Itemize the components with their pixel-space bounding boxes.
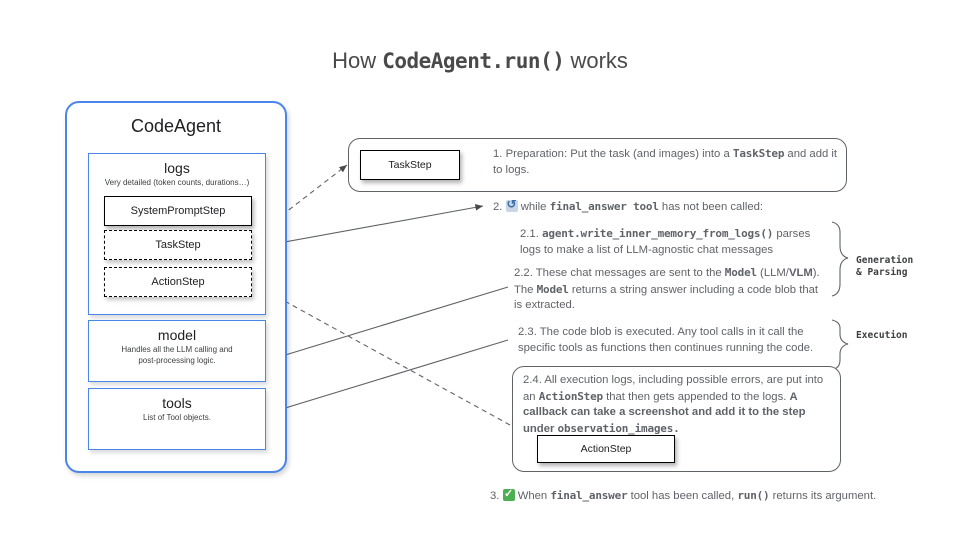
logs-box[interactable]: logs Very detailed (token counts, durati… [88,153,266,315]
step22-text-b: (LLM/ [756,267,789,279]
step2-text-a: while [520,201,550,213]
taskstep-node-label: TaskStep [388,159,432,171]
actionstep-node-right[interactable]: ActionStep [537,435,675,463]
step22-text-a: These chat messages are sent to the [535,267,725,279]
step22-bold-a: VLM [788,267,813,279]
step21-code-a: agent.write_inner_memory_from_logs() [541,227,774,240]
log-item-label: SystemPromptStep [130,205,226,217]
step23-text: 2.3. The code blob is executed. Any tool… [518,325,830,356]
label-generation-line2: & Parsing [856,267,908,278]
label-execution: Execution [856,330,908,341]
label-generation-parsing: Generation & Parsing [856,255,913,279]
wire-step24-to-actionstep [249,281,511,426]
step2-text: 2. while final_answer tool has not been … [493,199,853,216]
model-title: model [157,327,197,343]
log-item-systempromptstep[interactable]: SystemPromptStep [104,196,252,226]
step24-code-b: observation_images. [557,421,680,435]
log-item-label: ActionStep [151,276,205,288]
step23-text-a: The code blob is executed. Any tool call… [518,326,814,354]
tools-subtitle: List of Tool objects. [143,413,211,422]
model-box[interactable]: model Handles all the LLM calling and po… [88,320,266,382]
step24-code-a: ActionStep [538,389,603,403]
step1-code-a: TaskStep [732,147,785,160]
step22-text: 2.2. These chat messages are sent to the… [514,265,824,314]
step1-text: 1. Preparation: Put the task (and images… [493,146,838,178]
step3-text-c: returns its argument. [769,490,877,502]
step2-number: 2. [493,201,503,213]
log-item-taskstep[interactable]: TaskStep [104,230,252,260]
brace-generation [831,221,849,297]
model-subtitle-line2: post-processing logic. [138,356,216,365]
step24-text-b: that then gets appended to the logs. [602,390,790,403]
step21-number: 2.1. [520,228,539,240]
step23-number: 2.3. [518,326,537,338]
title-suffix: works [564,48,628,73]
step22-number: 2.2. [514,267,533,279]
step22-text-d: returns a string answer including a code… [514,283,819,312]
title-prefix: How [332,48,383,73]
step24-text-a: All execution logs, including possible e… [523,374,824,403]
model-subtitle-line1: Handles all the LLM calling and [121,345,233,354]
step1-number: 1. [493,148,503,160]
step1-text-b: and add it to logs. [493,148,838,176]
step3-code-b: run() [737,489,770,502]
step22-code-b: Model [536,282,569,296]
loop-icon [505,200,518,212]
tools-box[interactable]: tools List of Tool objects. [88,388,266,450]
logs-title: logs [164,160,190,176]
log-item-actionstep[interactable]: ActionStep [104,267,252,297]
tools-title: tools [162,395,192,411]
step2-text-b: has not been called: [658,201,764,213]
check-icon [502,487,515,503]
step3-text: 3. When final_answer tool has been calle… [490,487,930,505]
log-item-label: TaskStep [155,239,201,251]
step24-bold-a: A callback can take a screenshot and add… [523,390,806,435]
step1-card [348,138,847,192]
step3-code-a: final_answer [550,489,628,502]
code-agent-panel: CodeAgent logs Very detailed (token coun… [65,101,287,473]
agent-panel-title: CodeAgent [130,116,222,136]
step21-text: 2.1. agent.write_inner_memory_from_logs(… [520,226,825,258]
brace-execution [831,319,849,371]
step21-text-a: parses logs to make a list of LLM-agnost… [520,228,811,256]
step1-text-a: Preparation: Put the task (and images) i… [505,148,733,160]
taskstep-node-right[interactable]: TaskStep [360,150,460,180]
step22-text-c: ). The [514,267,820,296]
page-title: How CodeAgent.run() works [0,48,960,74]
step3-text-b: tool has been called, [627,490,738,502]
step3-text-a: When [517,490,551,502]
step24-number: 2.4. [523,374,542,386]
step24-text: 2.4. All execution logs, including possi… [523,373,828,437]
step2-code-a: final_answer tool [549,200,659,213]
label-generation-line1: Generation [856,255,914,266]
step22-code-a: Model [724,266,757,279]
title-code: CodeAgent.run() [382,49,565,73]
step3-number: 3. [490,490,500,502]
logs-subtitle: Very detailed (token counts, durations…) [104,178,250,187]
actionstep-node-label: ActionStep [580,443,632,455]
